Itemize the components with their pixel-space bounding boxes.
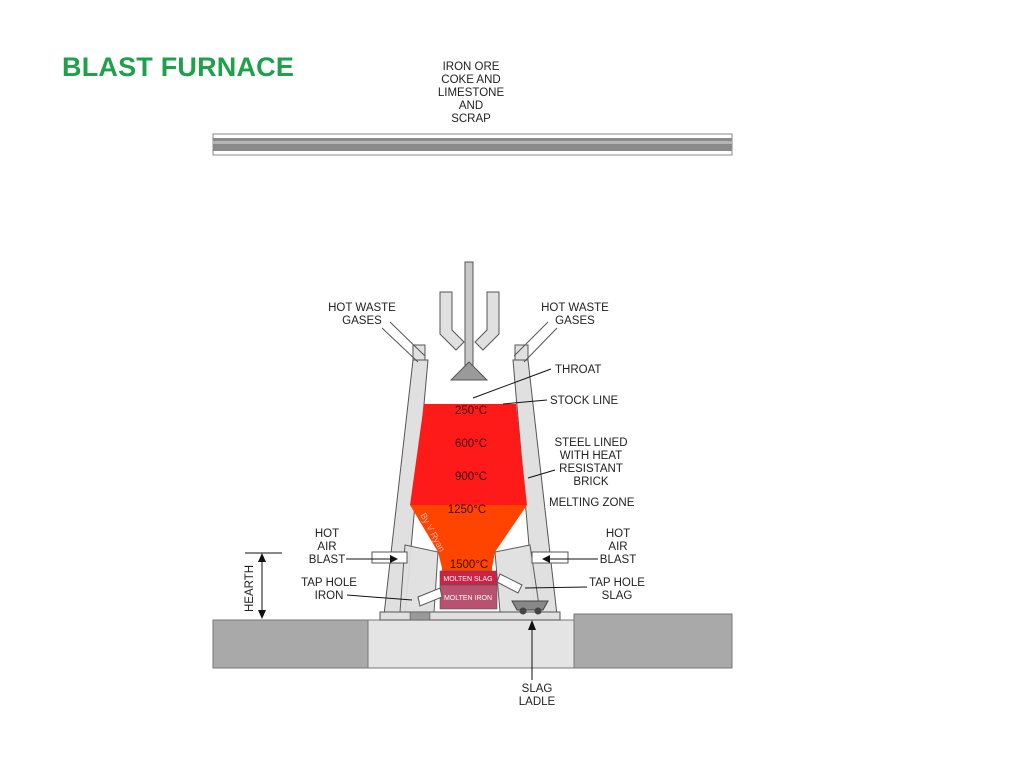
hot-air-left-3: BLAST — [309, 554, 345, 566]
hot-waste-right-1: HOT WASTE — [541, 302, 609, 314]
charge-label: IRON ORE COKE AND LIMESTONE AND SCRAP — [438, 61, 505, 125]
callout-labels: HOT WASTE GASES HOT WASTE GASES THROAT S… — [301, 302, 645, 708]
page-title: BLAST FURNACE — [62, 52, 295, 82]
ground — [212, 613, 733, 669]
hot-waste-right-2: GASES — [555, 315, 595, 327]
charge-line-1: IRON ORE — [443, 61, 500, 73]
temp-250: 250°C — [455, 405, 487, 417]
throat-label: THROAT — [555, 364, 601, 376]
furnace-interior: MOLTEN SLAG MOLTEN IRON — [410, 404, 527, 610]
charge-line-4: AND — [459, 100, 483, 112]
steel-lined-3: RESISTANT — [559, 463, 623, 475]
gas-outlets — [381, 291, 558, 363]
tap-hole-slag-2: SLAG — [602, 590, 633, 602]
hot-zone — [410, 404, 527, 505]
slag-ladle-2: LADLE — [519, 696, 556, 708]
top-bar — [212, 133, 733, 156]
melting-zone-label: MELTING ZONE — [549, 497, 635, 509]
molten-iron-layer — [439, 584, 498, 610]
tap-hole-iron-1: TAP HOLE — [301, 577, 357, 589]
hearth-dimension: HEARTH — [244, 552, 282, 619]
molten-slag-label: MOLTEN SLAG — [443, 576, 492, 583]
temp-1250: 1250°C — [448, 504, 487, 516]
hot-air-right-1: HOT — [606, 528, 630, 540]
slag-ladle-1: SLAG — [522, 683, 553, 695]
charge-line-2: COKE AND — [441, 74, 500, 86]
temp-1500: 1500°C — [450, 559, 489, 571]
temp-900: 900°C — [455, 471, 487, 483]
hot-air-right-2: AIR — [608, 541, 627, 553]
charge-line-3: LIMESTONE — [438, 87, 505, 99]
hot-waste-left-2: GASES — [342, 315, 382, 327]
hot-air-left-2: AIR — [317, 541, 336, 553]
tap-hole-slag-1: TAP HOLE — [589, 577, 645, 589]
hearth-label: HEARTH — [244, 565, 256, 612]
melting-zone — [410, 505, 527, 568]
tap-hole-iron-2: IRON — [315, 590, 344, 602]
steel-lined-1: STEEL LINED — [554, 437, 627, 449]
charging-bell — [449, 261, 489, 381]
hearth-walls — [399, 544, 541, 621]
stock-line-label: STOCK LINE — [550, 395, 618, 407]
hot-waste-left-1: HOT WASTE — [328, 302, 396, 314]
hot-air-right-3: BLAST — [600, 554, 636, 566]
furnace-shell — [379, 359, 561, 621]
charge-line-5: SCRAP — [451, 113, 491, 125]
hot-air-left-1: HOT — [315, 528, 339, 540]
steel-lined-2: WITH HEAT — [560, 450, 622, 462]
molten-iron-label: MOLTEN IRON — [444, 595, 492, 602]
temp-600: 600°C — [455, 438, 487, 450]
slag-ladle-cart — [511, 600, 549, 615]
steel-lined-4: BRICK — [573, 476, 608, 488]
